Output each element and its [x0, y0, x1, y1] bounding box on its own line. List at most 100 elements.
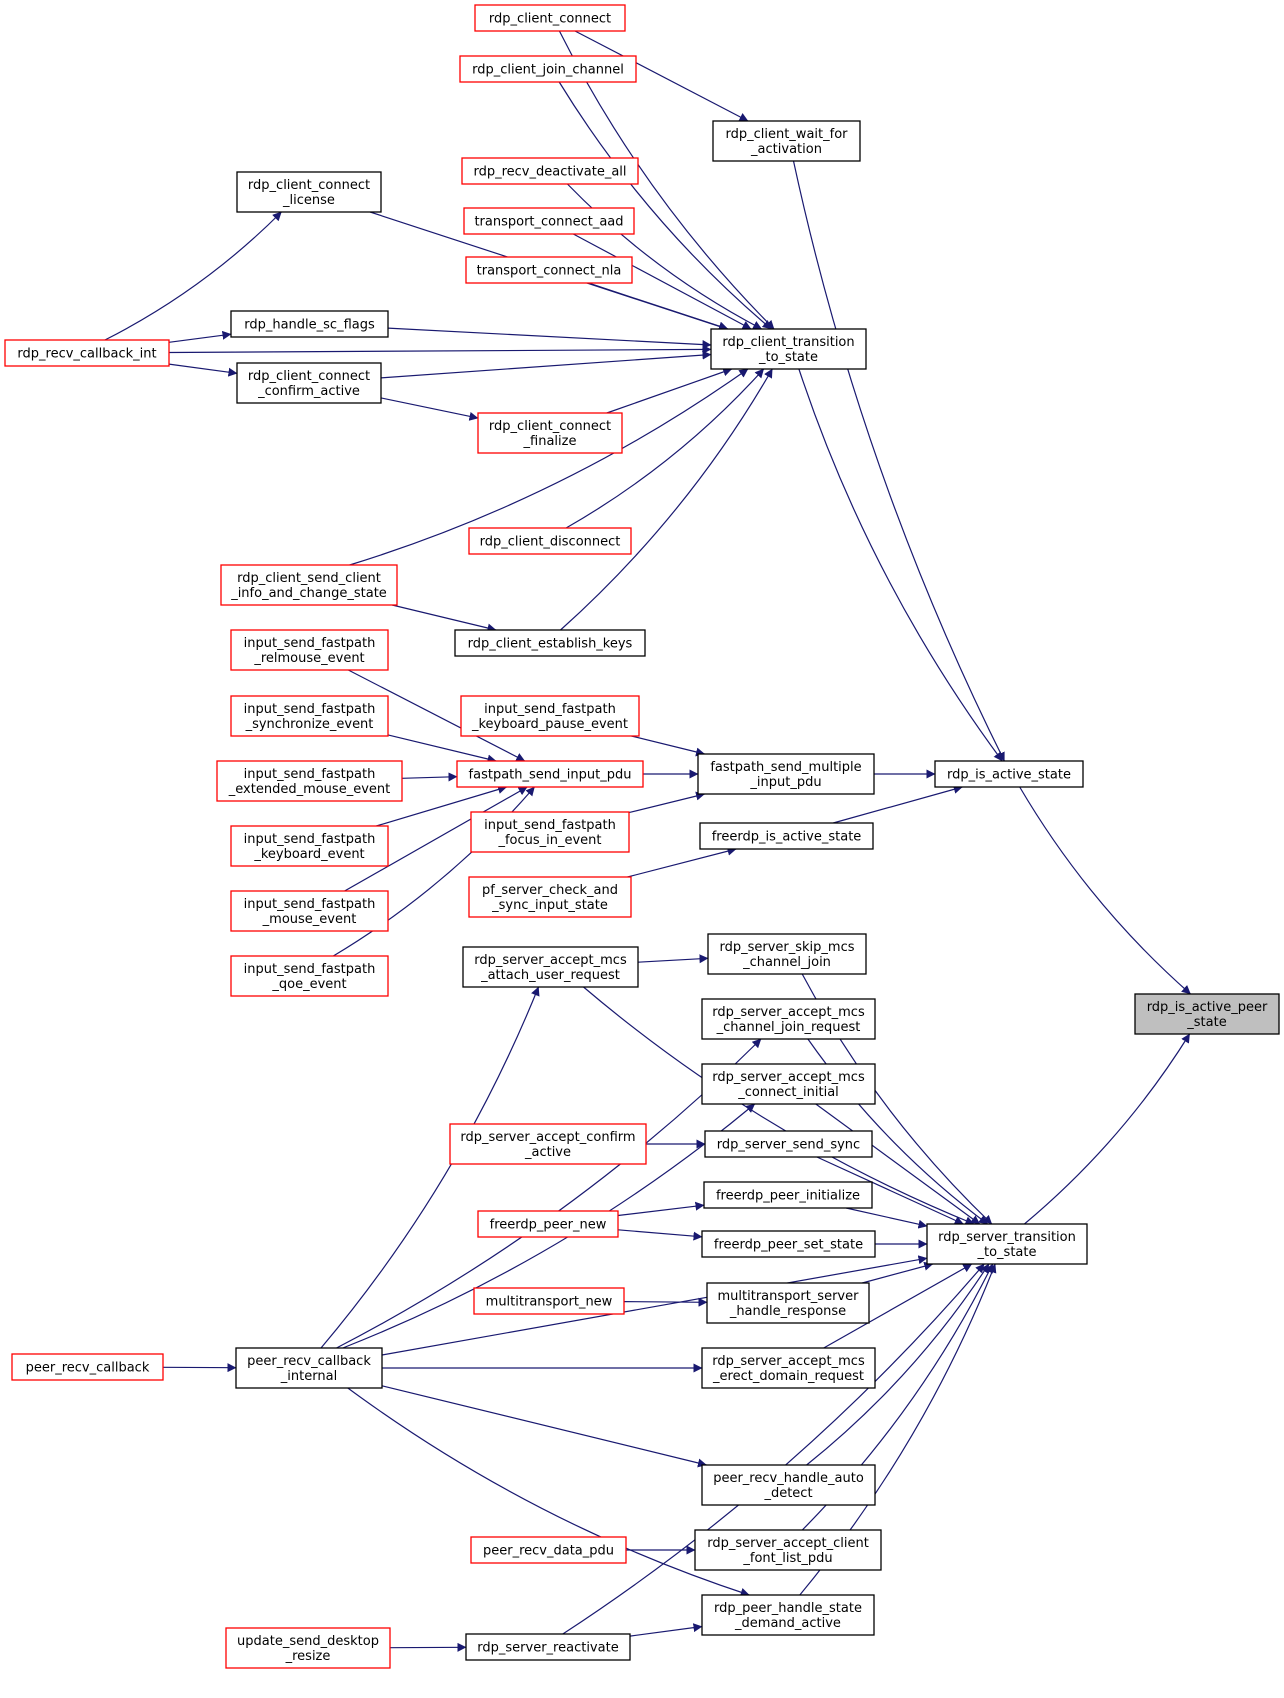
call-edge-peer-recv-callback-internal-to-peer-recv-handle-auto-detect	[381, 1385, 707, 1468]
function-node-box	[473, 1287, 625, 1315]
function-node-label: rdp_server_accept_client	[707, 1536, 869, 1551]
function-node-rdp-client-connect[interactable]: rdp_client_connect	[474, 4, 626, 32]
function-node-label: input_send_fastpath	[244, 636, 376, 651]
function-node-rdp-client-disconnect[interactable]: rdp_client_disconnect	[468, 527, 632, 555]
function-node-peer-recv-data-pdu[interactable]: peer_recv_data_pdu	[470, 1536, 627, 1564]
function-node-label: rdp_server_transition	[938, 1230, 1076, 1245]
call-edge-rdp-server-accept-mcs-attach-user-request-to-rdp-server-skip-mcs-channel-join	[637, 954, 709, 964]
function-node-rdp-server-accept-mcs-connect-initial[interactable]: rdp_server_accept_mcs_connect_initial	[701, 1063, 876, 1105]
function-node-rdp-peer-handle-state-demand-active[interactable]: rdp_peer_handle_state_demand_active	[701, 1594, 875, 1636]
function-node-label: freerdp_peer_initialize	[716, 1189, 860, 1204]
function-node-rdp-is-active-state[interactable]: rdp_is_active_state	[934, 760, 1084, 788]
function-node-label: _keyboard_pause_event	[471, 717, 628, 732]
call-edge-rdp-client-wait-for-activation-to-rdp-is-active-state	[792, 160, 1005, 762]
function-node-pf-server-check-and-sync-input-state[interactable]: pf_server_check_and_sync_input_state	[468, 876, 632, 918]
function-node-rdp-server-accept-confirm-active[interactable]: rdp_server_accept_confirm_active	[449, 1123, 647, 1165]
function-node-label: _demand_active	[734, 1616, 841, 1631]
function-node-label: _synchronize_event	[245, 717, 374, 732]
function-node-freerdp-peer-new[interactable]: freerdp_peer_new	[477, 1210, 619, 1238]
function-node-box	[477, 1210, 619, 1238]
function-node-rdp-client-send-client-info-and-change-state[interactable]: rdp_client_send_client_info_and_change_s…	[220, 564, 398, 606]
function-node-rdp-client-connect-confirm-active[interactable]: rdp_client_connect_confirm_active	[236, 362, 382, 404]
call-edge-rdp-client-send-client-info-and-change-state-to-rdp-client-transition-to-state	[349, 368, 749, 566]
function-node-rdp-server-accept-client-font-list-pdu[interactable]: rdp_server_accept_client_font_list_pdu	[694, 1529, 882, 1571]
call-edge-rdp-recv-deactivate-all-to-rdp-client-transition-to-state	[566, 183, 763, 330]
function-node-box	[468, 876, 632, 918]
function-node-box	[230, 629, 389, 671]
function-node-label: rdp_peer_handle_state	[714, 1601, 862, 1616]
call-edge-peer-recv-callback-internal-to-rdp-server-accept-mcs-attach-user-request	[320, 986, 540, 1349]
function-node-box	[465, 1633, 631, 1661]
function-node-multitransport-server-handle-response[interactable]: multitransport_server_handle_response	[706, 1282, 870, 1324]
function-node-rdp-client-establish-keys[interactable]: rdp_client_establish_keys	[454, 629, 646, 657]
function-node-peer-recv-callback-internal[interactable]: peer_recv_callback_internal	[235, 1347, 383, 1389]
function-node-freerdp-is-active-state[interactable]: freerdp_is_active_state	[699, 822, 874, 850]
function-node-peer-recv-callback[interactable]: peer_recv_callback	[11, 1353, 164, 1381]
function-node-freerdp-peer-set-state[interactable]: freerdp_peer_set_state	[701, 1230, 876, 1258]
call-edge-peer-recv-handle-auto-detect-to-rdp-server-transition-to-state	[806, 1263, 990, 1466]
function-node-peer-recv-handle-auto-detect[interactable]: peer_recv_handle_auto_detect	[701, 1464, 876, 1506]
function-node-box	[934, 760, 1084, 788]
function-node-label: rdp_client_connect	[248, 178, 370, 193]
function-node-box	[474, 4, 626, 32]
function-node-label: rdp_client_establish_keys	[468, 637, 633, 652]
function-node-multitransport-new[interactable]: multitransport_new	[473, 1287, 625, 1315]
function-node-rdp-handle-sc-flags[interactable]: rdp_handle_sc_flags	[230, 310, 389, 338]
function-node-rdp-server-reactivate[interactable]: rdp_server_reactivate	[465, 1633, 631, 1661]
function-node-input-send-fastpath-relmouse-event[interactable]: input_send_fastpath_relmouse_event	[230, 629, 389, 671]
function-node-rdp-server-accept-mcs-channel-join-request[interactable]: rdp_server_accept_mcs_channel_join_reque…	[701, 998, 876, 1040]
function-node-label: _resize	[285, 1649, 331, 1664]
function-node-label: _font_list_pdu	[742, 1551, 832, 1566]
function-node-rdp-client-wait-for-activation[interactable]: rdp_client_wait_for_activation	[712, 120, 861, 162]
function-node-rdp-server-accept-mcs-erect-domain-request[interactable]: rdp_server_accept_mcs_erect_domain_reque…	[701, 1347, 876, 1389]
function-node-box	[701, 1594, 875, 1636]
function-node-transport-connect-nla[interactable]: transport_connect_nla	[465, 256, 633, 284]
function-node-transport-connect-aad[interactable]: transport_connect_aad	[463, 207, 635, 235]
function-node-input-send-fastpath-synchronize-event[interactable]: input_send_fastpath_synchronize_event	[230, 695, 389, 737]
call-edge-input-send-fastpath-extended-mouse-event-to-fastpath-send-input-pdu	[401, 772, 458, 782]
function-node-fastpath-send-input-pdu[interactable]: fastpath_send_input_pdu	[456, 760, 644, 788]
function-nodes: rdp_client_connect rdp_client_join_channe…	[4, 4, 1280, 1669]
function-node-rdp-server-transition-to-state[interactable]: rdp_server_transition_to_state	[926, 1223, 1088, 1265]
function-node-box	[701, 1230, 876, 1258]
function-node-label: _erect_domain_request	[712, 1369, 864, 1384]
function-node-input-send-fastpath-mouse-event[interactable]: input_send_fastpath_mouse_event	[230, 890, 389, 932]
function-node-input-send-fastpath-focus-in-event[interactable]: input_send_fastpath_focus_in_event	[470, 811, 630, 853]
function-node-box	[699, 822, 874, 850]
function-node-label: input_send_fastpath	[244, 832, 376, 847]
function-node-update-send-desktop-resize[interactable]: update_send_desktop_resize	[225, 1627, 391, 1669]
function-node-input-send-fastpath-qoe-event[interactable]: input_send_fastpath_qoe_event	[230, 955, 389, 997]
function-node-label: multitransport_server	[718, 1289, 860, 1304]
function-node-box	[461, 157, 639, 185]
function-node-rdp-client-transition-to-state[interactable]: rdp_client_transition_to_state	[710, 328, 867, 370]
function-node-rdp-is-active-peer-state[interactable]: rdp_is_active_peer_state	[1134, 993, 1280, 1035]
function-node-box	[230, 825, 389, 867]
function-node-rdp-recv-callback-int[interactable]: rdp_recv_callback_int	[4, 339, 170, 367]
function-node-freerdp-peer-initialize[interactable]: freerdp_peer_initialize	[703, 1181, 873, 1209]
function-node-box	[236, 171, 382, 213]
function-node-rdp-server-skip-mcs-channel-join[interactable]: rdp_server_skip_mcs_channel_join	[707, 933, 867, 975]
call-edge-rdp-client-transition-to-state-to-rdp-is-active-state	[798, 368, 1003, 762]
function-node-label: _attach_user_request	[480, 968, 620, 983]
function-node-rdp-server-send-sync[interactable]: rdp_server_send_sync	[704, 1130, 873, 1158]
function-node-label: rdp_client_connect	[489, 12, 611, 27]
function-node-label: rdp_server_accept_mcs	[712, 1005, 865, 1020]
function-node-fastpath-send-multiple-input-pdu[interactable]: fastpath_send_multiple_input_pdu	[697, 753, 875, 795]
function-node-rdp-client-join-channel[interactable]: rdp_client_join_channel	[459, 55, 637, 83]
function-node-label: _qoe_event	[271, 977, 346, 992]
function-node-input-send-fastpath-keyboard-pause-event[interactable]: input_send_fastpath_keyboard_pause_event	[460, 695, 640, 737]
function-node-box	[220, 564, 398, 606]
call-edge-rdp-recv-callback-int-to-rdp-client-transition-to-state	[168, 344, 712, 354]
function-node-box	[706, 1282, 870, 1324]
function-node-rdp-client-connect-finalize[interactable]: rdp_client_connect_finalize	[477, 412, 623, 454]
function-node-input-send-fastpath-extended-mouse-event[interactable]: input_send_fastpath_extended_mouse_event	[216, 760, 403, 802]
function-node-box	[701, 1063, 876, 1105]
function-node-input-send-fastpath-keyboard-event[interactable]: input_send_fastpath_keyboard_event	[230, 825, 389, 867]
function-node-box	[707, 933, 867, 975]
function-node-rdp-recv-deactivate-all[interactable]: rdp_recv_deactivate_all	[461, 157, 639, 185]
function-node-rdp-client-connect-license[interactable]: rdp_client_connect_license	[236, 171, 382, 213]
function-node-rdp-server-accept-mcs-attach-user-request[interactable]: rdp_server_accept_mcs_attach_user_reques…	[462, 946, 639, 988]
call-edge-multitransport-new-to-multitransport-server-handle-response	[623, 1297, 708, 1307]
function-node-label: _input_pdu	[749, 775, 821, 790]
function-node-label: multitransport_new	[486, 1295, 613, 1310]
